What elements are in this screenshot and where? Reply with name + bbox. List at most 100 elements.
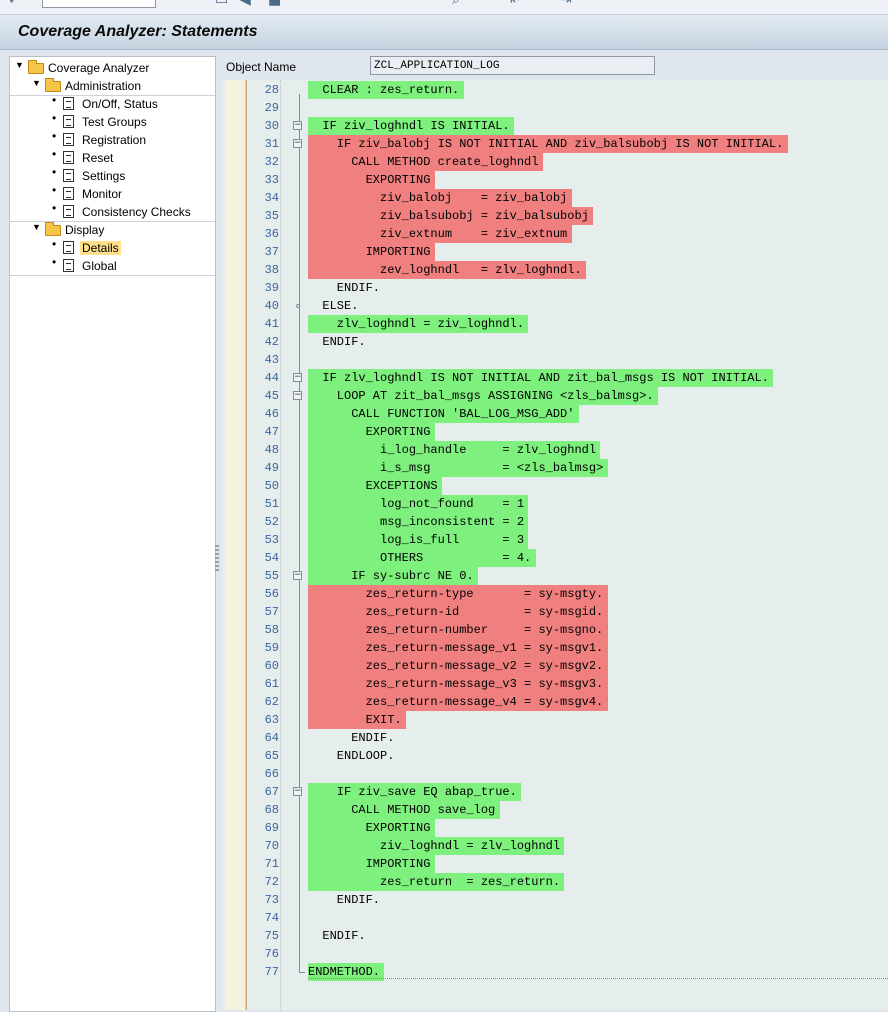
code-line[interactable]: 39 ENDIF.	[222, 279, 888, 297]
nav-item-coverage-analyzer[interactable]: ▼Coverage Analyzer	[10, 59, 215, 77]
nav-item-label: Monitor	[82, 187, 123, 201]
code-line[interactable]: 50 EXCEPTIONS	[222, 477, 888, 495]
nav-item-registration[interactable]: •Registration	[10, 129, 215, 149]
code-line[interactable]: 61 zes_return-message_v3 = sy-msgv3.	[222, 675, 888, 693]
line-number: 53	[264, 533, 279, 547]
next-page-icon[interactable]: ⇥	[560, 0, 572, 8]
code-line[interactable]: 29	[222, 99, 888, 117]
code-line[interactable]: 35 ziv_balsubobj = ziv_balsubobj	[222, 207, 888, 225]
code-line[interactable]: 66	[222, 765, 888, 783]
code-line[interactable]: 55− IF sy-subrc NE 0.	[222, 567, 888, 585]
nav-item-administration[interactable]: ▼Administration	[10, 77, 215, 96]
code-line[interactable]: 74	[222, 909, 888, 927]
code-line[interactable]: 62 zes_return-message_v4 = sy-msgv4.	[222, 693, 888, 711]
line-number: 46	[264, 407, 279, 421]
code-line[interactable]: 64 ENDIF.	[222, 729, 888, 747]
code-line[interactable]: 69 EXPORTING	[222, 819, 888, 837]
object-name-field[interactable]: ZCL_APPLICATION_LOG	[370, 56, 655, 75]
code-line[interactable]: 54 OTHERS = 4.	[222, 549, 888, 567]
enter-icon[interactable]: ✓	[8, 0, 20, 8]
code-line[interactable]: 28 CLEAR : zes_return.	[222, 81, 888, 99]
code-line[interactable]: 56 zes_return-type = sy-msgty.	[222, 585, 888, 603]
code-line[interactable]: 70 ziv_loghndl = zlv_loghndl	[222, 837, 888, 855]
code-line[interactable]: 34 ziv_balobj = ziv_balobj	[222, 189, 888, 207]
code-line[interactable]: 41 zlv_loghndl = ziv_loghndl.	[222, 315, 888, 333]
code-line[interactable]: 65 ENDLOOP.	[222, 747, 888, 765]
nav-item-settings[interactable]: •Settings	[10, 165, 215, 185]
code-text: ziv_extnum = ziv_extnum	[308, 227, 568, 241]
nav-item-details[interactable]: •Details	[10, 237, 215, 257]
code-line[interactable]: 52 msg_inconsistent = 2	[222, 513, 888, 531]
collapse-block-icon[interactable]: −	[293, 372, 302, 382]
code-line[interactable]: 59 zes_return-message_v1 = sy-msgv1.	[222, 639, 888, 657]
code-line[interactable]: 73 ENDIF.	[222, 891, 888, 909]
back-icon[interactable]: ◀	[240, 0, 251, 8]
code-line[interactable]: 58 zes_return-number = sy-msgno.	[222, 621, 888, 639]
save-icon[interactable]: ▭	[215, 0, 229, 8]
expand-arrow-icon[interactable]: ▼	[32, 78, 41, 88]
code-line[interactable]: 63 EXIT.	[222, 711, 888, 729]
code-line[interactable]: 44− IF zlv_loghndl IS NOT INITIAL AND zi…	[222, 369, 888, 387]
collapse-block-icon[interactable]: −	[293, 390, 302, 400]
code-text: EXIT.	[308, 713, 402, 727]
nav-item-test-groups[interactable]: •Test Groups	[10, 111, 215, 131]
code-line[interactable]: 42 ENDIF.	[222, 333, 888, 351]
code-line[interactable]: 67− IF ziv_save EQ abap_true.	[222, 783, 888, 801]
code-line[interactable]: 30− IF ziv_loghndl IS INITIAL.	[222, 117, 888, 135]
code-line[interactable]: 36 ziv_extnum = ziv_extnum	[222, 225, 888, 243]
code-line[interactable]: 76	[222, 945, 888, 963]
code-line[interactable]: 51 log_not_found = 1	[222, 495, 888, 513]
nav-item-global[interactable]: •Global	[10, 255, 215, 276]
nav-item-monitor[interactable]: •Monitor	[10, 183, 215, 203]
coverage-not-executed-highlight	[308, 675, 608, 693]
line-number: 75	[264, 929, 279, 943]
pane-splitter[interactable]	[215, 545, 219, 573]
code-line[interactable]: 32 CALL METHOD create_loghndl	[222, 153, 888, 171]
exit-icon[interactable]: ■	[268, 0, 282, 8]
code-line[interactable]: 31− IF ziv_balobj IS NOT INITIAL AND ziv…	[222, 135, 888, 153]
code-line[interactable]: 75 ENDIF.	[222, 927, 888, 945]
collapse-block-icon[interactable]: −	[293, 138, 302, 148]
collapse-block-icon[interactable]: −	[293, 570, 302, 580]
nav-item-display[interactable]: ▼Display	[10, 221, 215, 239]
line-number: 56	[264, 587, 279, 601]
line-number: 36	[264, 227, 279, 241]
nav-item-on-off-status[interactable]: •On/Off, Status	[10, 93, 215, 113]
code-line[interactable]: 72 zes_return = zes_return.	[222, 873, 888, 891]
code-line[interactable]: 57 zes_return-id = sy-msgid.	[222, 603, 888, 621]
first-page-icon[interactable]: ⇤	[510, 0, 522, 8]
code-line[interactable]: 37 IMPORTING	[222, 243, 888, 261]
expand-arrow-icon[interactable]: ▼	[15, 60, 24, 70]
line-number: 71	[264, 857, 279, 871]
branch-marker-icon	[296, 304, 300, 308]
code-line[interactable]: 46 CALL FUNCTION 'BAL_LOG_MSG_ADD'	[222, 405, 888, 423]
collapse-block-icon[interactable]: −	[293, 120, 302, 130]
code-line[interactable]: 71 IMPORTING	[222, 855, 888, 873]
code-line[interactable]: 68 CALL METHOD save_log	[222, 801, 888, 819]
nav-item-consistency-checks[interactable]: •Consistency Checks	[10, 201, 215, 222]
code-line[interactable]: 33 EXPORTING	[222, 171, 888, 189]
code-line[interactable]: 45− LOOP AT zit_bal_msgs ASSIGNING <zls_…	[222, 387, 888, 405]
code-line[interactable]: 49 i_s_msg = <zls_balmsg>	[222, 459, 888, 477]
line-number-divider	[280, 80, 281, 1010]
code-line[interactable]: 38 zev_loghndl = zlv_loghndl.	[222, 261, 888, 279]
title-bar: Coverage Analyzer: Statements	[0, 15, 888, 50]
nav-item-label: Registration	[82, 133, 147, 147]
code-line[interactable]: 60 zes_return-message_v2 = sy-msgv2.	[222, 657, 888, 675]
code-line[interactable]: 40 ELSE.	[222, 297, 888, 315]
find-icon[interactable]: ⌕	[452, 0, 460, 8]
code-text: i_log_handle = zlv_loghndl	[308, 443, 597, 457]
nav-item-reset[interactable]: •Reset	[10, 147, 215, 167]
expand-arrow-icon[interactable]: ▼	[32, 222, 41, 232]
code-line[interactable]: 48 i_log_handle = zlv_loghndl	[222, 441, 888, 459]
nav-item-label: Global	[82, 259, 117, 273]
collapse-block-icon[interactable]: −	[293, 786, 302, 796]
code-line[interactable]: 43	[222, 351, 888, 369]
line-number: 64	[264, 731, 279, 745]
code-line[interactable]: 53 log_is_full = 3	[222, 531, 888, 549]
line-number: 31	[264, 137, 279, 151]
code-line[interactable]: 47 EXPORTING	[222, 423, 888, 441]
command-field[interactable]	[42, 0, 156, 8]
